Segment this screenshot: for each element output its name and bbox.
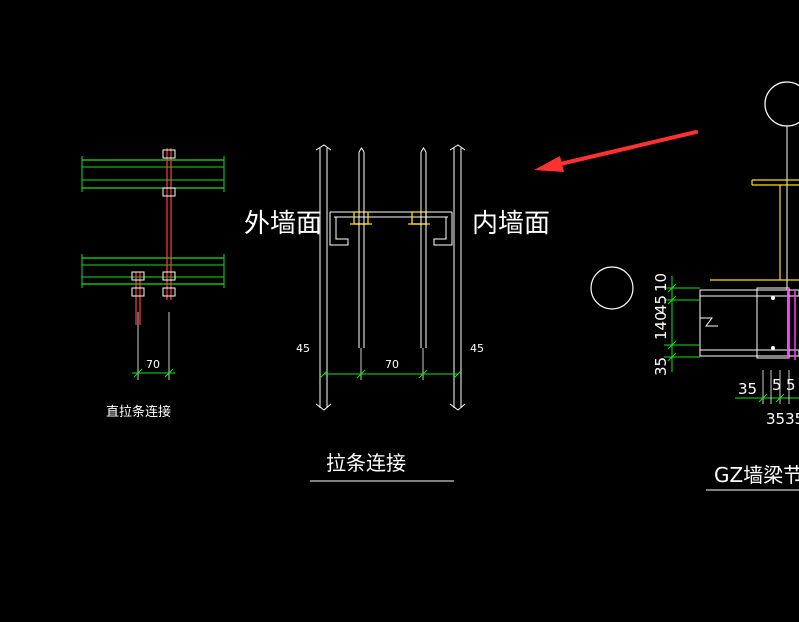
label-straight-tie-connection: 直拉条连接 [106, 404, 171, 420]
dim-right-h-35: 35 [738, 380, 757, 398]
tie-connection-detail: 70 45 45 外墙面 内墙面 拉条连接 [244, 144, 550, 482]
label-outer-wall: 外墙面 [244, 209, 322, 239]
label-gz-node: GZ墙梁节点 [714, 463, 799, 487]
dim-right-v-45: 45 [652, 295, 670, 314]
label-tie-connection: 拉条连接 [326, 451, 406, 475]
dim-left-tie-spacing: 70 [146, 358, 160, 371]
dim-right-v-140: 140 [652, 311, 670, 340]
dim-right-v-10: 10 [652, 273, 670, 292]
dim-mid-tie-spacing: 70 [385, 358, 399, 371]
dim-right-v-35: 35 [652, 357, 670, 376]
dim-mid-right-offset: 45 [470, 342, 484, 355]
straight-tie-detail: 70 直拉条连接 [81, 148, 225, 420]
dim-mid-left-offset: 45 [296, 342, 310, 355]
label-inner-wall: 内墙面 [472, 209, 550, 239]
dim-right-h-5b: 5 [786, 376, 796, 394]
dim-right-h-5: 5 [772, 376, 782, 394]
grid-bubble-left [590, 266, 634, 310]
red-arrow-annotation [534, 130, 698, 172]
grid-bubble-top [764, 81, 799, 127]
